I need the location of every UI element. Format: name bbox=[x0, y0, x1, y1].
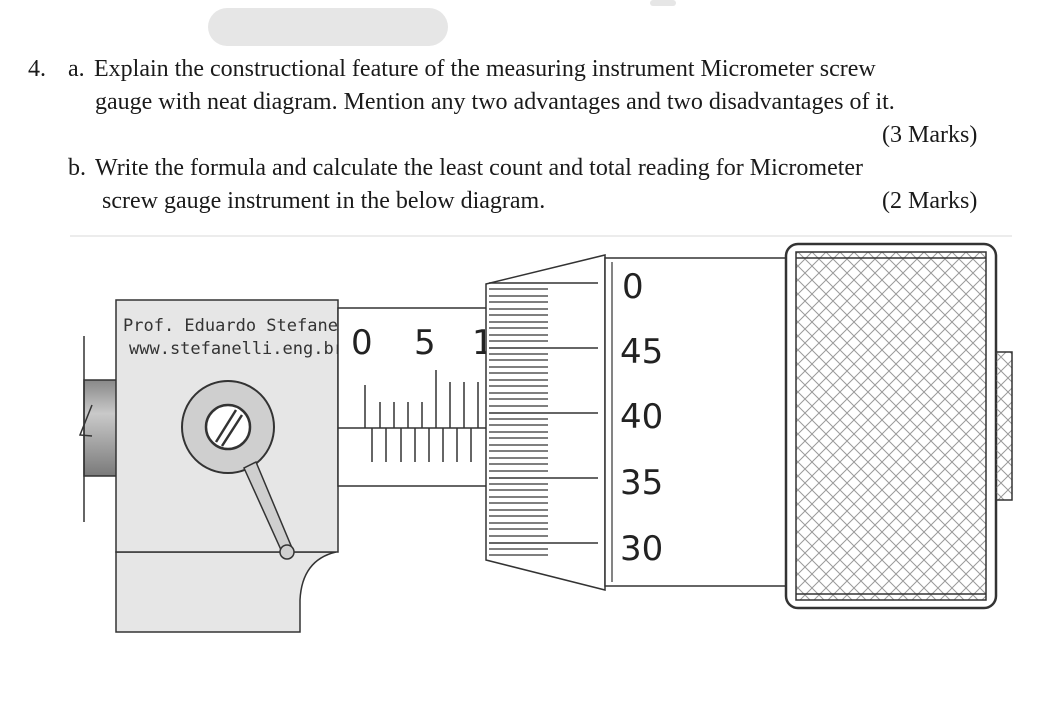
ratchet-knob bbox=[784, 242, 998, 610]
thimble-cone bbox=[485, 254, 606, 591]
part-a-marks: (3 Marks) bbox=[882, 122, 978, 148]
lock-nut bbox=[181, 380, 275, 474]
watermark-url: www.stefanelli.eng.br bbox=[129, 339, 344, 359]
watermark-name: Prof. Eduardo Stefanelli bbox=[123, 316, 369, 336]
spindle-end bbox=[995, 351, 1013, 501]
thimble-label-40: 40 bbox=[620, 397, 663, 437]
part-b-line-1: Write the formula and calculate the leas… bbox=[95, 155, 864, 181]
question-number: 4. bbox=[28, 56, 46, 82]
sleeve-label-0: 0 bbox=[351, 323, 373, 363]
redacted-header bbox=[208, 8, 448, 46]
part-b-marks: (2 Marks) bbox=[882, 188, 978, 214]
thimble-label-45: 45 bbox=[620, 332, 663, 372]
thimble-label-30: 30 bbox=[620, 529, 663, 569]
sleeve bbox=[337, 307, 489, 487]
thimble-body bbox=[604, 257, 790, 587]
divider-line bbox=[70, 235, 1012, 237]
part-b-label: b. bbox=[68, 155, 86, 181]
redacted-header-fragment bbox=[650, 0, 676, 6]
anvil-rod bbox=[78, 336, 119, 522]
sleeve-label-5: 5 bbox=[414, 323, 436, 363]
part-a-label: a. bbox=[68, 56, 85, 82]
thimble-label-0: 0 bbox=[622, 267, 644, 307]
lock-lever bbox=[243, 460, 295, 560]
part-a-line-2: gauge with neat diagram. Mention any two… bbox=[95, 89, 895, 115]
part-a-line-1: Explain the constructional feature of th… bbox=[94, 56, 876, 82]
frame-lower bbox=[115, 551, 337, 633]
thimble-label-35: 35 bbox=[620, 463, 663, 503]
part-b-line-2: screw gauge instrument in the below diag… bbox=[102, 188, 546, 214]
